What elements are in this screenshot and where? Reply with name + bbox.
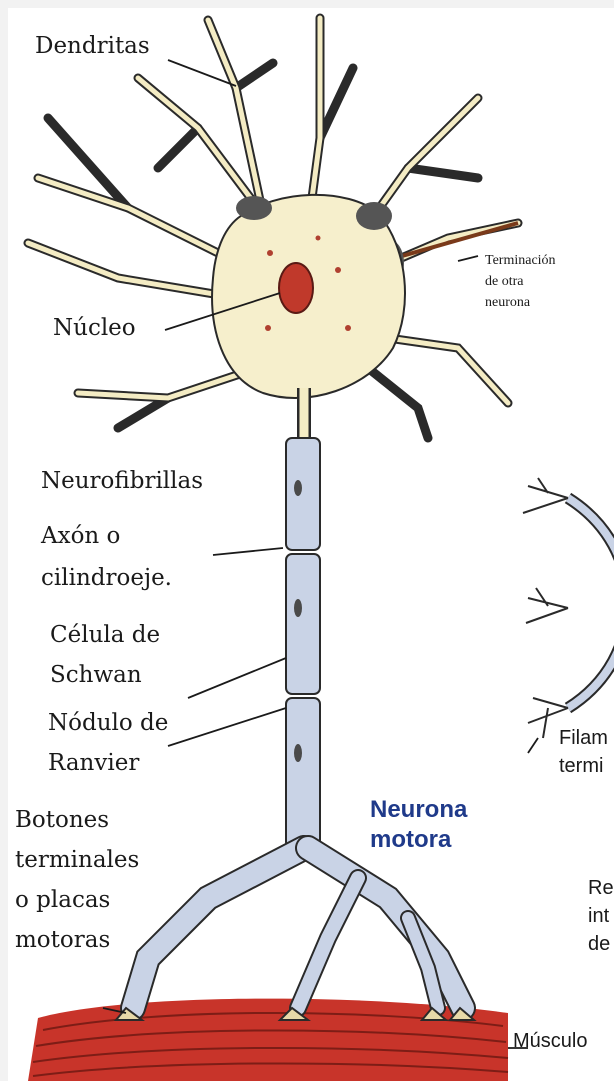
label-neurofibrillas: Neurofibrillas [41, 466, 203, 496]
label-botones-1: Botones [15, 805, 109, 835]
label-celula-1: Célula de [50, 620, 160, 650]
axon-branches [116, 848, 474, 1020]
label-filam-2: termi [559, 753, 603, 779]
label-nucleo: Núcleo [53, 313, 136, 343]
diagram-canvas: Dendritas Núcleo Terminación de otra neu… [8, 8, 614, 1081]
label-botones-2: terminales [15, 845, 139, 875]
label-terminacion-1: Terminación [485, 251, 556, 270]
label-filam-1: Filam [559, 725, 608, 751]
label-botones-4: motoras [15, 925, 110, 955]
label-musculo: Músculo [513, 1028, 587, 1054]
axon [286, 388, 320, 848]
title-line1: Neurona [370, 795, 467, 825]
cell-body [212, 195, 405, 398]
label-re-3: de [588, 931, 610, 957]
label-celula-2: Schwan [50, 660, 142, 690]
myelin-segment [286, 438, 320, 550]
secondary-neuron [523, 478, 614, 738]
label-axon-1: Axón o [41, 521, 120, 551]
label-axon-2: cilindroeje. [41, 563, 172, 593]
label-terminacion-2: de otra [485, 272, 523, 291]
label-re-1: Re [588, 875, 614, 901]
myelin-segment [286, 554, 320, 694]
label-botones-3: o placas [15, 885, 110, 915]
label-terminacion-3: neurona [485, 293, 530, 312]
label-nodulo-2: Ranvier [48, 748, 139, 778]
title-line2: motora [370, 825, 451, 855]
myelin-segment [286, 698, 320, 848]
label-nodulo-1: Nódulo de [48, 708, 168, 738]
label-dendritas: Dendritas [35, 31, 150, 61]
label-re-2: int [588, 903, 609, 929]
nucleus-shape [279, 263, 313, 313]
